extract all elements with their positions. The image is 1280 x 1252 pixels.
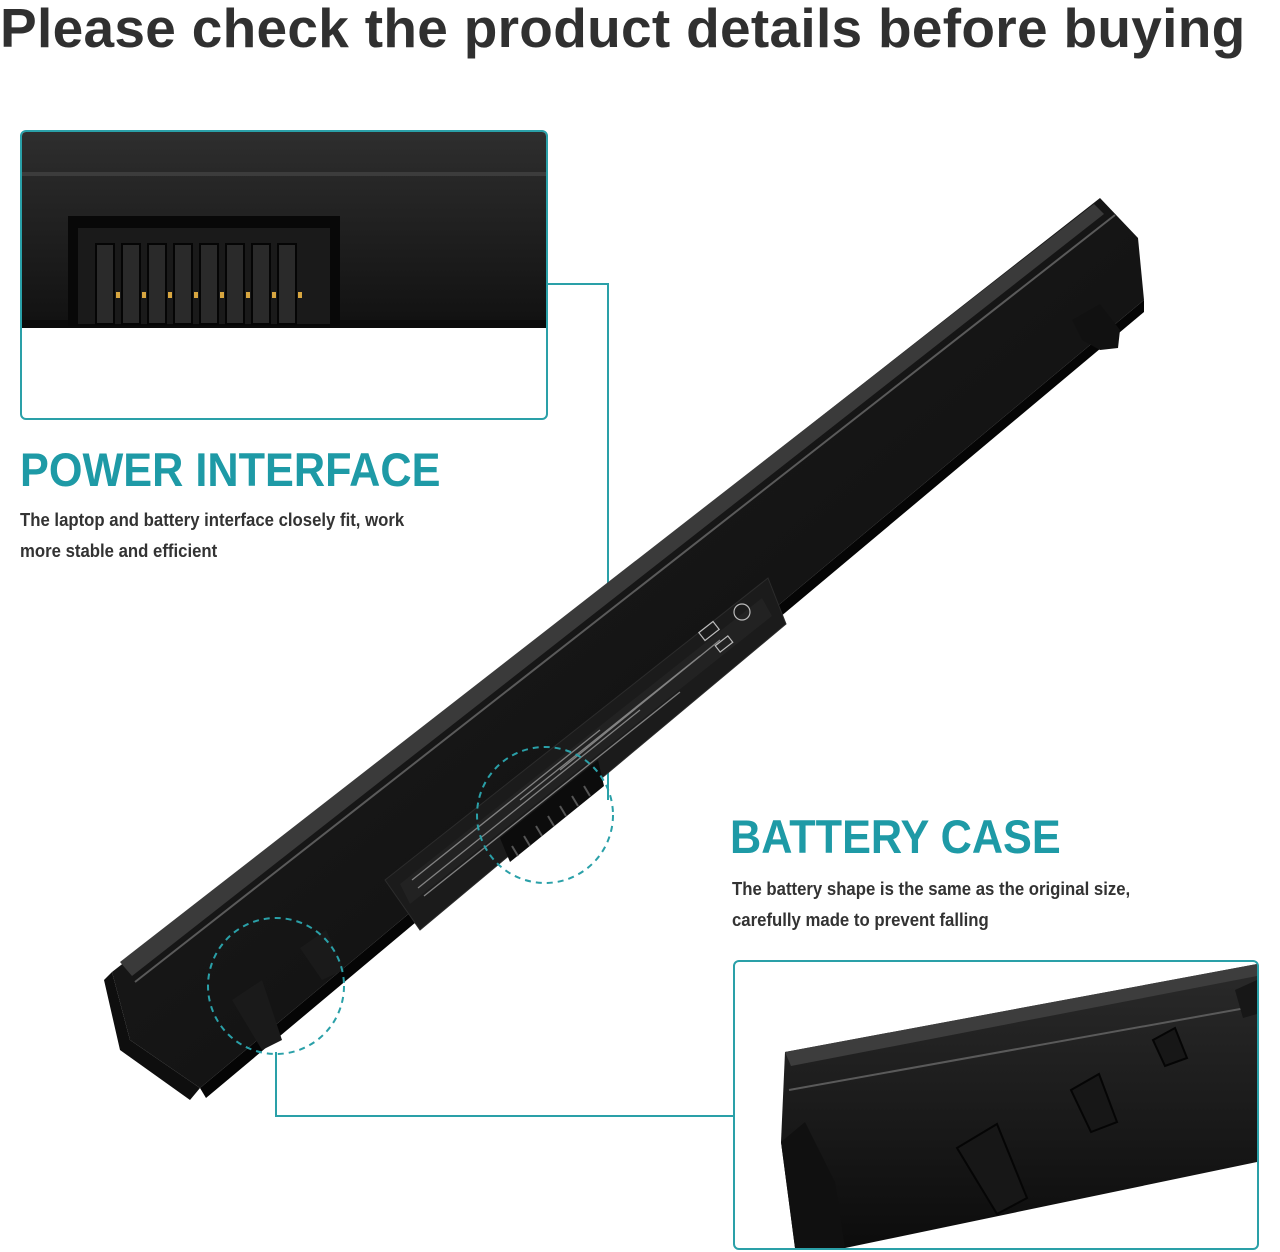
power-interface-detail-box	[20, 130, 548, 420]
page-headline: Please check the product details before …	[0, 0, 1246, 59]
power-interface-description: The laptop and battery interface closely…	[20, 505, 404, 567]
highlight-circle-connector	[476, 746, 614, 884]
battery-case-closeup	[781, 964, 1257, 1248]
power-interface-closeup	[22, 132, 546, 328]
power-interface-title: POWER INTERFACE	[20, 443, 441, 496]
power-interface-description-line: The laptop and battery interface closely…	[20, 510, 405, 530]
connector-line-case	[275, 1052, 734, 1117]
battery-case-detail-box	[733, 960, 1259, 1250]
battery-case-description-line: carefully made to prevent falling	[732, 910, 989, 930]
battery-case-title: BATTERY CASE	[730, 810, 1061, 863]
battery-connector-pins	[500, 760, 604, 862]
battery-case-description: The battery shape is the same as the ori…	[732, 874, 1130, 936]
battery-label-panel	[384, 577, 787, 931]
battery-case-description-line: The battery shape is the same as the ori…	[732, 879, 1131, 899]
highlight-circle-case	[207, 917, 345, 1055]
power-interface-description-line: more stable and efficient	[20, 541, 218, 561]
